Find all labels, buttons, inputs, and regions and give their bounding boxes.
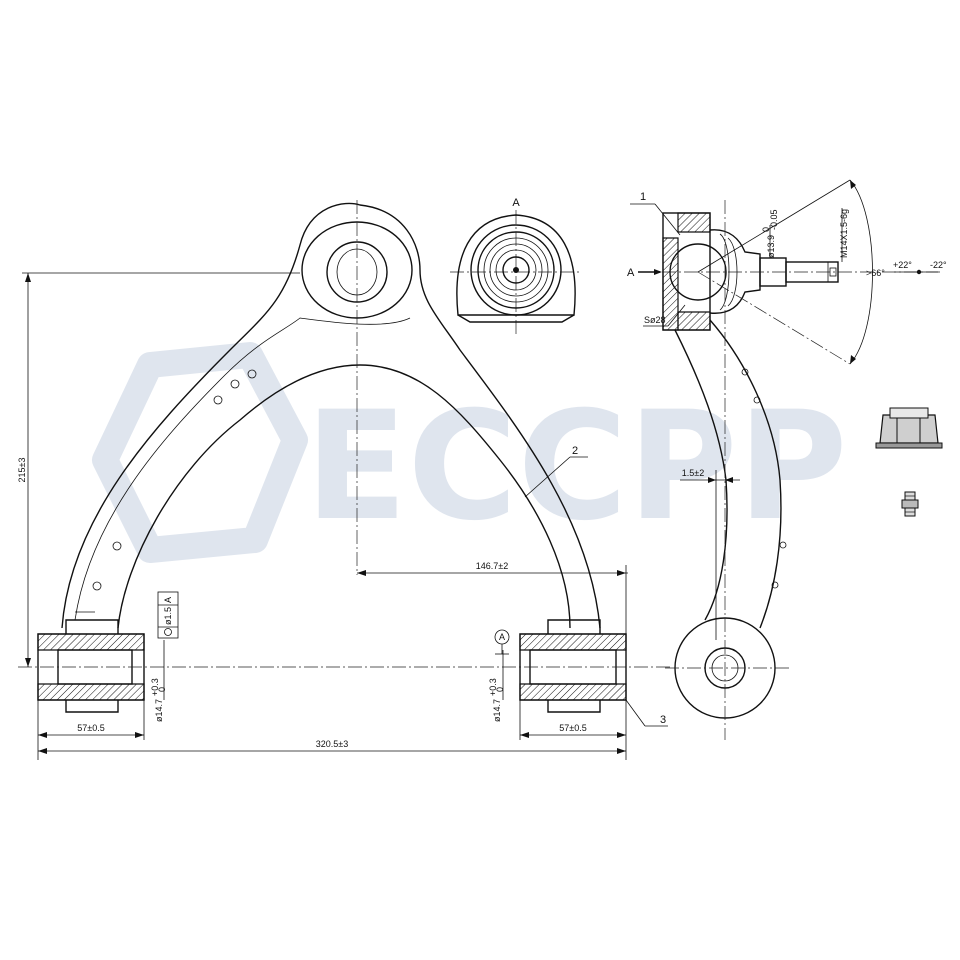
stud-diameter-label: ø13.9 [766, 235, 776, 258]
position-tol-value: ø1.5 [163, 607, 173, 625]
view-a-label: A [512, 197, 520, 209]
callout-1-label: 1 [640, 191, 646, 203]
tilt-plus-label: +22° [893, 260, 912, 270]
watermark-brand: ECCPP [305, 380, 848, 554]
ball-sphere-label: Sø28 [644, 315, 666, 325]
nut-icon [875, 407, 943, 449]
right-bore-label: ø14.7 [492, 699, 502, 722]
position-tolerance-frame [157, 591, 179, 639]
position-symbol-icon [164, 628, 172, 636]
control-arm-front-view [18, 200, 672, 713]
dimension-overall-width: 320.5±3 [37, 700, 626, 760]
left-bore-label: ø14.7 [154, 699, 164, 722]
left-bore-dimension: ø14.7 +0.3 0 ø1.5 A [150, 591, 179, 722]
height-dim-label: 215±3 [17, 458, 27, 483]
arm-outer-contour [61, 202, 601, 629]
thread-label: M14X1.5-6g [839, 209, 849, 258]
tilt-minus-label: -22° [930, 260, 947, 270]
stud-tol-upper: 0 [761, 227, 771, 232]
callout-2: 2 [524, 445, 588, 498]
callout-3-label: 3 [660, 714, 666, 726]
right-bore-tol-lower: 0 [495, 687, 505, 692]
dimension-left-bushing-width: 57±0.5 [38, 700, 145, 740]
bolt-icon [901, 491, 919, 517]
side-offset-label: 1.5±2 [682, 468, 704, 478]
watermark: ECCPP [92, 342, 848, 563]
swing-angle-label: >66° [866, 268, 885, 278]
left-bore-tol-lower: 0 [157, 687, 167, 692]
dimension-right-bushing-width: 57±0.5 [519, 700, 626, 740]
callout-2-label: 2 [572, 445, 578, 457]
section-arrow-label: A [627, 267, 635, 279]
stud-tol-lower: -0.05 [769, 209, 779, 230]
left-bushing-width-label: 57±0.5 [77, 723, 104, 733]
arm-web-line [74, 317, 411, 621]
arm-holes [92, 369, 257, 591]
right-bore-tol-upper: +0.3 [488, 678, 498, 696]
arm-inner-contour [117, 364, 571, 629]
overall-width-label: 320.5±3 [316, 739, 348, 749]
right-bushing [519, 619, 627, 713]
right-bore-dimension: ø14.7 +0.3 0 A [488, 629, 510, 722]
left-bushing [37, 619, 145, 713]
callout-3: 3 [625, 699, 668, 727]
dimension-height: 215±3 [17, 272, 300, 667]
datum-label: A [499, 632, 505, 642]
watermark-logo-icon [92, 342, 308, 563]
control-arm-side-view: 1.5±2 A 1 Sø28 ø13.9 0 -0.05 M14X1.5-6g … [627, 179, 947, 740]
position-tol-datum: A [163, 597, 173, 603]
ball-joint-view-a: A [450, 197, 582, 335]
offset-dim-label: 146.7±2 [476, 561, 508, 571]
dimension-offset: 146.7±2 [357, 561, 628, 760]
right-bushing-width-label: 57±0.5 [559, 723, 586, 733]
left-bore-tol-upper: +0.3 [150, 678, 160, 696]
side-rivets [741, 368, 787, 589]
